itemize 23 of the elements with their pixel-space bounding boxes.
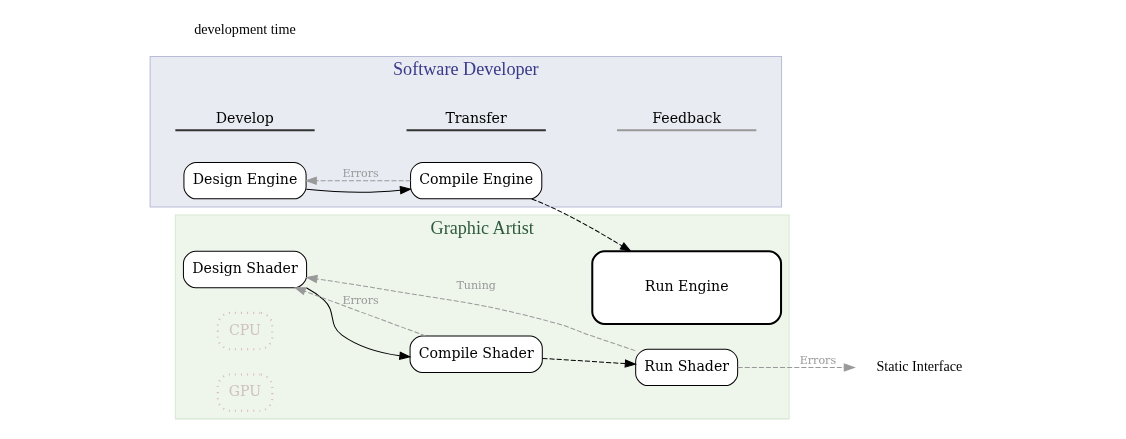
legend-label: Develop [215,110,274,127]
arrow [305,274,636,352]
arrow [531,198,632,253]
node-box: Compile Engine [410,161,543,200]
legend-label: Transfer [445,110,507,127]
node-box: Run Engine [591,250,783,325]
node-box: Design Shader [182,250,308,289]
edge-label: Errors [342,293,379,307]
arrow [542,357,637,368]
arrow [305,287,412,360]
node-box: Compile Shader [409,335,543,373]
node-box: Run Shader [635,348,739,387]
edge-label: Errors [342,167,379,181]
node-text: Static Interface [876,358,963,375]
arrow [737,363,856,372]
arrow [293,287,427,337]
arrow [305,185,413,195]
label: development time [194,20,296,37]
edge-label: Errors [799,354,837,368]
edge-label: Tuning [456,279,496,293]
arrow [304,176,412,185]
legend-label: Feedback [652,110,722,127]
node-box: Design Engine [183,161,307,200]
